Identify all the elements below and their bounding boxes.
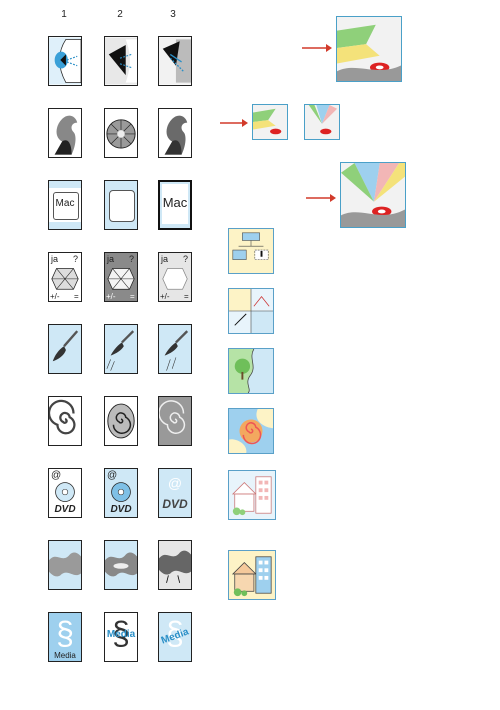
- mac-label: Mac: [55, 198, 75, 209]
- scene-small-icon: [253, 105, 287, 139]
- dvd-label: DVD: [162, 497, 188, 511]
- hexagon-grey-icon: [159, 253, 191, 301]
- dvd-label: DVD: [110, 504, 132, 515]
- wave-arrows-icon: [159, 541, 191, 589]
- tile-mac-3[interactable]: Mac: [158, 180, 192, 230]
- equals-label: =: [184, 292, 189, 301]
- section-sign: §: [56, 615, 74, 651]
- tile-dvd-3[interactable]: @ DVD: [158, 468, 192, 518]
- tile-hex-2[interactable]: ja ? +/- =: [104, 252, 138, 302]
- umbrella-icon: [105, 109, 137, 157]
- tile-media-3[interactable]: § Media: [158, 612, 192, 662]
- tile-spiral-2[interactable]: [104, 396, 138, 446]
- head-profile-grey-icon: [159, 109, 191, 157]
- arrow-right-icon: [220, 117, 248, 129]
- tile-hex-3[interactable]: ja ? +/- =: [158, 252, 192, 302]
- tile-brush-3[interactable]: [158, 324, 192, 374]
- spiral-color-icon: [229, 409, 273, 453]
- tile-profile-2[interactable]: [104, 108, 138, 158]
- column-label-2: 2: [117, 9, 123, 20]
- section-sign: §: [112, 615, 130, 651]
- spiral-grey-icon: [159, 397, 191, 445]
- eye-beam-dark-icon: [105, 37, 137, 85]
- arrow-right-icon: [302, 42, 332, 54]
- tile-house-building[interactable]: [228, 470, 276, 520]
- tile-mac-1[interactable]: Mac: [48, 180, 82, 230]
- tile-eye-1[interactable]: [48, 36, 82, 86]
- arrow-right-icon: [306, 192, 336, 204]
- scene-layers-icon: [337, 17, 401, 81]
- house-building-color-icon: [229, 551, 275, 599]
- scene-small-rays-icon: [305, 105, 339, 139]
- flowchart-icon: [232, 232, 269, 260]
- spiral-icon: [49, 397, 81, 445]
- column-label-3: 3: [170, 9, 176, 20]
- plusminus-label: +/-: [50, 292, 60, 301]
- tile-brush-1[interactable]: [48, 324, 82, 374]
- tile-wave-1[interactable]: [48, 540, 82, 590]
- tile-flowchart[interactable]: [228, 228, 274, 274]
- tile-hex-1[interactable]: ja ? +/- =: [48, 252, 82, 302]
- preview-large-1[interactable]: [336, 16, 402, 82]
- at-label: @: [107, 470, 118, 481]
- tile-spiral-3[interactable]: [158, 396, 192, 446]
- hexagon-icon: [49, 253, 81, 301]
- tile-dvd-1[interactable]: @ DVD: [48, 468, 82, 518]
- tile-brush-2[interactable]: [104, 324, 138, 374]
- preview-small-2[interactable]: [304, 104, 340, 140]
- question-label: ?: [129, 254, 135, 264]
- mac-label-large: Mac: [162, 195, 188, 210]
- at-label: @: [167, 475, 183, 491]
- at-label: @: [51, 470, 62, 481]
- equals-label: =: [74, 292, 79, 301]
- head-profile-icon: [49, 109, 81, 157]
- tile-profile-1[interactable]: [48, 108, 82, 158]
- disc-blue-icon: [105, 469, 137, 517]
- tree-icon: [229, 349, 255, 393]
- dvd-label: DVD: [54, 504, 76, 515]
- hexagon-dark-icon: [105, 253, 137, 301]
- column-label-1: 1: [61, 9, 67, 20]
- tile-house-building-color[interactable]: [228, 550, 276, 600]
- media-label: Media: [54, 651, 76, 660]
- tile-spiral-color[interactable]: [228, 408, 274, 454]
- ja-label: ja: [161, 254, 169, 264]
- question-label: ?: [183, 254, 189, 264]
- tile-tree-map[interactable]: [228, 348, 274, 394]
- wave-icon: [49, 541, 81, 589]
- disc-icon: [49, 469, 81, 517]
- brush-strokes-alt-icon: [159, 325, 191, 373]
- tile-dvd-2[interactable]: @ DVD: [104, 468, 138, 518]
- plusminus-label: +/-: [160, 292, 170, 301]
- eye-beam-grey-icon: [159, 37, 191, 85]
- preview-small-1[interactable]: [252, 104, 288, 140]
- blueprint-icon: [229, 289, 273, 333]
- house-building-icon: [231, 476, 272, 516]
- tile-spiral-1[interactable]: [48, 396, 82, 446]
- tile-architecture[interactable]: [228, 288, 274, 334]
- plusminus-label: +/-: [106, 292, 116, 301]
- tile-wave-2[interactable]: [104, 540, 138, 590]
- tile-mac-2[interactable]: [104, 180, 138, 230]
- brush-icon: [49, 325, 81, 373]
- tile-wave-3[interactable]: [158, 540, 192, 590]
- question-label: ?: [73, 254, 79, 264]
- media-label: Media: [106, 629, 136, 640]
- tile-media-1[interactable]: § Media: [48, 612, 82, 662]
- spiral-outline-icon: [105, 397, 137, 445]
- brush-strokes-icon: [105, 325, 137, 373]
- scene-rays-icon: [341, 163, 405, 227]
- equals-label: =: [130, 292, 135, 301]
- ja-label: ja: [51, 254, 59, 264]
- ja-label: ja: [107, 254, 115, 264]
- preview-large-2[interactable]: [340, 162, 406, 228]
- tile-profile-3[interactable]: [158, 108, 192, 158]
- section-sign: §: [166, 615, 184, 651]
- wave-grey-icon: [105, 541, 137, 589]
- tile-eye-2[interactable]: [104, 36, 138, 86]
- tile-media-2[interactable]: § Media: [104, 612, 138, 662]
- tile-eye-3[interactable]: [158, 36, 192, 86]
- eye-beam-icon: [49, 37, 81, 85]
